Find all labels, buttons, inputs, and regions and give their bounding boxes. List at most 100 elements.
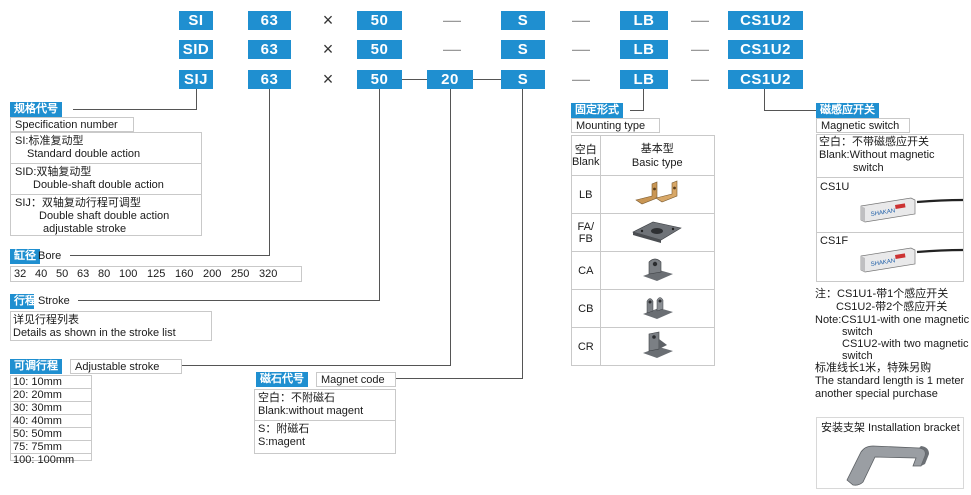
clevis-ca-icon [599,251,716,290]
foot-bracket-icon [599,175,716,214]
spec-item: Standard double action [27,148,141,160]
switch-code: CS1U2 [728,70,803,89]
adjustable-code: 20 [427,70,473,89]
note-line: CS1U2-with two magnetic [842,338,969,350]
mounting-header-en: Basic type [631,156,683,169]
mount-code: LB [620,11,668,30]
sensor-brand: SHAKAN [870,258,895,268]
note-line: switch [842,326,873,338]
adjustable-item: 100: 100mm [11,453,91,466]
spec-item: SID:双轴复动型 [15,166,92,178]
mount-code: LB [620,70,668,89]
adjustable-item: 20: 20mm [11,388,91,401]
bore-values: 32 40 50 63 80 100 125 160 200 250 320 [10,266,302,282]
dash: — [691,10,709,30]
stroke-box: 详见行程列表 Details as shown in the stroke li… [10,311,212,341]
spec-item: SIJ：双轴复动行程可调型 [15,197,141,209]
model-code: SID [179,40,213,59]
bore-value: 320 [259,268,278,280]
switch-blank: Blank:Without magnetic [819,149,935,161]
adjustable-item: 40: 40mm [11,414,91,427]
switch-subtitle: Magnetic switch [816,118,910,133]
mount-code: LB [620,40,668,59]
spec-title: 规格代号 [10,102,62,117]
times-sign: × [322,69,334,89]
mount-row-code: CA [571,251,601,290]
stroke-title: 行程 [10,294,40,309]
magnet-title: 磁石代号 [256,372,308,387]
bore-code: 63 [248,11,291,30]
mounting-subtitle: Mounting type [571,118,660,133]
spec-item: Double-shaft double action [33,179,164,191]
sensor-brand: SHAKAN [870,208,895,218]
switch-code: CS1U2 [728,11,803,30]
note-line: CS1U2-带2个感应开关 [836,301,948,313]
bore-value: 63 [77,268,90,280]
mount-row-code: FA/ FB [571,213,601,252]
magnetic-switch-icon: SHAKAN [860,247,963,273]
adjustable-item: 75: 75mm [11,440,91,453]
adjustable-item: 10: 10mm [13,376,62,388]
adjustable-list: 10: 10mm 20: 20mm 30: 30mm 40: 40mm 50: … [10,375,92,466]
dash: — [572,39,590,59]
stroke-subtitle: Stroke [34,294,78,309]
stroke-code: 50 [357,70,402,89]
stroke-line: 详见行程列表 [13,314,79,326]
adjustable-item: 50: 50mm [11,427,91,440]
bracket-box: 安装支架 Installation bracket [816,417,964,489]
spec-item: adjustable stroke [43,223,127,235]
magnet-code: S [501,70,545,89]
switch-note: 注：CS1U1-带1个感应开关 CS1U2-带2个感应开关 Note:CS1U1… [815,288,969,401]
dash: — [691,69,709,89]
switch-box: 空白：不带磁感应开关 Blank:Without magnetic switch… [816,134,964,282]
bracket-label: 安装支架 Installation bracket [821,422,960,434]
bore-code: 63 [248,40,291,59]
bore-value: 32 [14,268,27,280]
dash: — [572,10,590,30]
switch-code: CS1U2 [728,40,803,59]
flange-plate-icon [599,213,716,252]
switch-title: 磁感应开关 [816,103,879,118]
bore-value: 160 [175,268,194,280]
spec-box: SI:标准复动型 Standard double action SID:双轴复动… [10,132,202,236]
dash: — [572,69,590,89]
mount-row-code: CR [571,327,601,366]
cs1u-label: CS1U [820,181,850,193]
magnet-line: S：附磁石 [258,423,310,435]
connector-line [473,79,501,80]
bore-code: 63 [248,70,291,89]
bore-value: 100 [119,268,138,280]
bore-title: 缸径 [10,249,40,264]
adjustable-title: 可调行程 [10,359,62,374]
mount-row-code: CB [571,289,601,328]
switch-blank: 空白：不带磁感应开关 [819,136,929,148]
installation-bracket-icon [846,445,929,486]
times-sign: × [322,10,334,30]
dash: — [443,10,461,30]
mounting-table: 空白 Blank 基本型 Basic type LB FA/ FB [571,135,716,366]
dash: — [691,39,709,59]
magnetic-switch-icon: SHAKAN [860,197,963,223]
bore-value: 40 [35,268,48,280]
adjustable-subtitle: Adjustable stroke [70,359,182,374]
bore-subtitle: Bore [38,250,62,262]
bore-value: 250 [231,268,250,280]
clevis-cr-icon [599,327,716,366]
mounting-title: 固定形式 [571,103,623,118]
note-line: 注：CS1U1-带1个感应开关 [815,288,949,300]
magnet-line: 空白：不附磁石 [258,392,335,404]
stroke-line: Details as shown in the stroke list [13,327,176,339]
bore-value: 50 [56,268,69,280]
spec-item: Double shaft double action [39,210,170,222]
switch-blank: switch [853,162,884,174]
note-line: Note:CS1U1-with one magnetic [815,314,970,326]
magnet-line: S:magent [258,436,306,448]
bore-value: 200 [203,268,222,280]
mount-row-code: LB [571,175,601,214]
spec-subtitle: Specification number [10,117,134,132]
adjustable-item: 30: 30mm [11,401,91,414]
model-code: SIJ [179,70,213,89]
bore-value: 125 [147,268,166,280]
note-line: 标准线长1米，特殊另购 [815,362,932,374]
clevis-cb-icon [599,289,716,328]
